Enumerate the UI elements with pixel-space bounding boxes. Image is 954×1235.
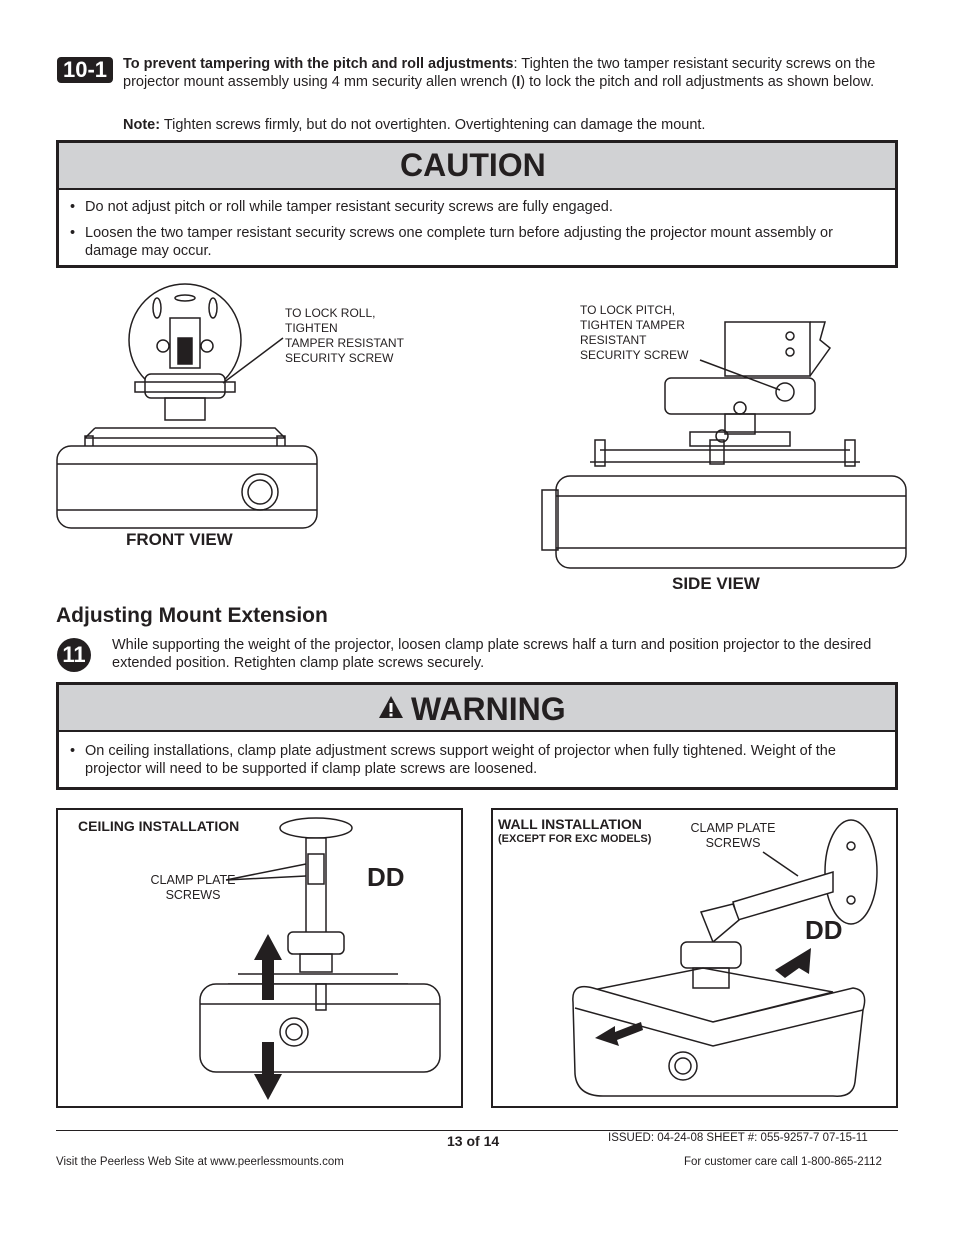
caution-list: Do not adjust pitch or roll while tamper… [59,190,895,260]
side-view-label: SIDE VIEW [672,574,760,593]
caution-bullet: Do not adjust pitch or roll while tamper… [59,198,875,216]
wall-callout-line-1: CLAMP PLATE [690,821,776,835]
caution-bullet: Loosen the two tamper resistant security… [59,224,875,260]
caution-title: CAUTION [59,143,895,190]
side-callout-line-4: SECURITY SCREW [580,348,689,362]
step-11-badge: 11 [57,638,91,672]
ceiling-title: CEILING INSTALLATION [78,818,240,834]
footer-website: Visit the Peerless Web Site at www.peerl… [56,1156,344,1168]
front-view-callout: TO LOCK ROLL, TIGHTEN TAMPER RESISTANT S… [285,306,425,366]
ceiling-installation-panel: CEILING INSTALLATION CLAMP PLATE SCREWS … [56,808,463,1108]
side-callout-line-2: TIGHTEN TAMPER [580,318,685,332]
ceiling-callout: CLAMP PLATE SCREWS [138,873,248,903]
step-10-1-lead-bold: To prevent tampering with the pitch and … [123,56,514,72]
wall-dd-label: DD [805,915,843,945]
front-callout-line-4: SECURITY SCREW [285,351,394,365]
wrench-letter: I [516,74,521,90]
front-view-label: FRONT VIEW [126,530,233,549]
wall-subtitle: (EXCEPT FOR EXC MODELS) [498,833,652,845]
ceiling-dd-label: DD [367,862,405,892]
ceiling-callout-line-2: SCREWS [165,888,221,902]
ceiling-mount-diagram [199,817,441,1100]
warning-icon [377,687,405,732]
warning-list: On ceiling installations, clamp plate ad… [59,732,895,778]
warning-header: WARNING [59,685,895,732]
section-heading: Adjusting Mount Extension [56,604,328,627]
side-view-diagram [541,321,907,569]
front-callout-line-2: TIGHTEN [285,321,338,335]
warning-bullet: On ceiling installations, clamp plate ad… [59,742,875,778]
footer-page-number: 13 of 14 [447,1133,500,1149]
side-callout-line-1: TO LOCK PITCH, [580,303,676,317]
step-10-1-text: To prevent tampering with the pitch and … [123,55,903,91]
wall-callout: CLAMP PLATE SCREWS [683,821,783,851]
side-callout-line-3: RESISTANT [580,333,647,347]
front-view-diagram [56,283,318,529]
front-callout-line-1: TO LOCK ROLL, [285,306,376,320]
wall-title: WALL INSTALLATION [498,816,642,832]
warning-box: WARNING On ceiling installations, clamp … [56,682,898,790]
wall-mount-diagram [572,819,878,1097]
front-callout-line-3: TAMPER RESISTANT [285,336,404,350]
step-10-1-lead-text-1: : Tighten the two tamper resistant secur… [123,56,876,90]
note-label: Note: [123,117,161,133]
warning-title: WARNING [411,691,566,728]
footer-customer-care: For customer care call 1-800-865-2112 [684,1156,882,1168]
side-view-callout: TO LOCK PITCH, TIGHTEN TAMPER RESISTANT … [580,303,720,363]
step-11-text: While supporting the weight of the proje… [112,637,872,671]
step-10-1-lead-text-2: ) to lock the pitch and roll adjustments… [520,74,875,90]
footer-rule [56,1130,898,1131]
ceiling-callout-line-1: CLAMP PLATE [150,873,236,887]
note-text: Tighten screws firmly, but do not overti… [160,117,706,133]
step-10-1-note: Note: Tighten screws firmly, but do not … [123,116,903,134]
caution-box: CAUTION Do not adjust pitch or roll whil… [56,140,898,268]
wall-callout-line-2: SCREWS [705,836,761,850]
wall-installation-panel: WALL INSTALLATION (EXCEPT FOR EXC MODELS… [491,808,898,1108]
step-10-1-badge: 10-1 [57,57,113,83]
footer-issued: ISSUED: 04-24-08 SHEET #: 055-9257-7 07-… [608,1132,868,1144]
